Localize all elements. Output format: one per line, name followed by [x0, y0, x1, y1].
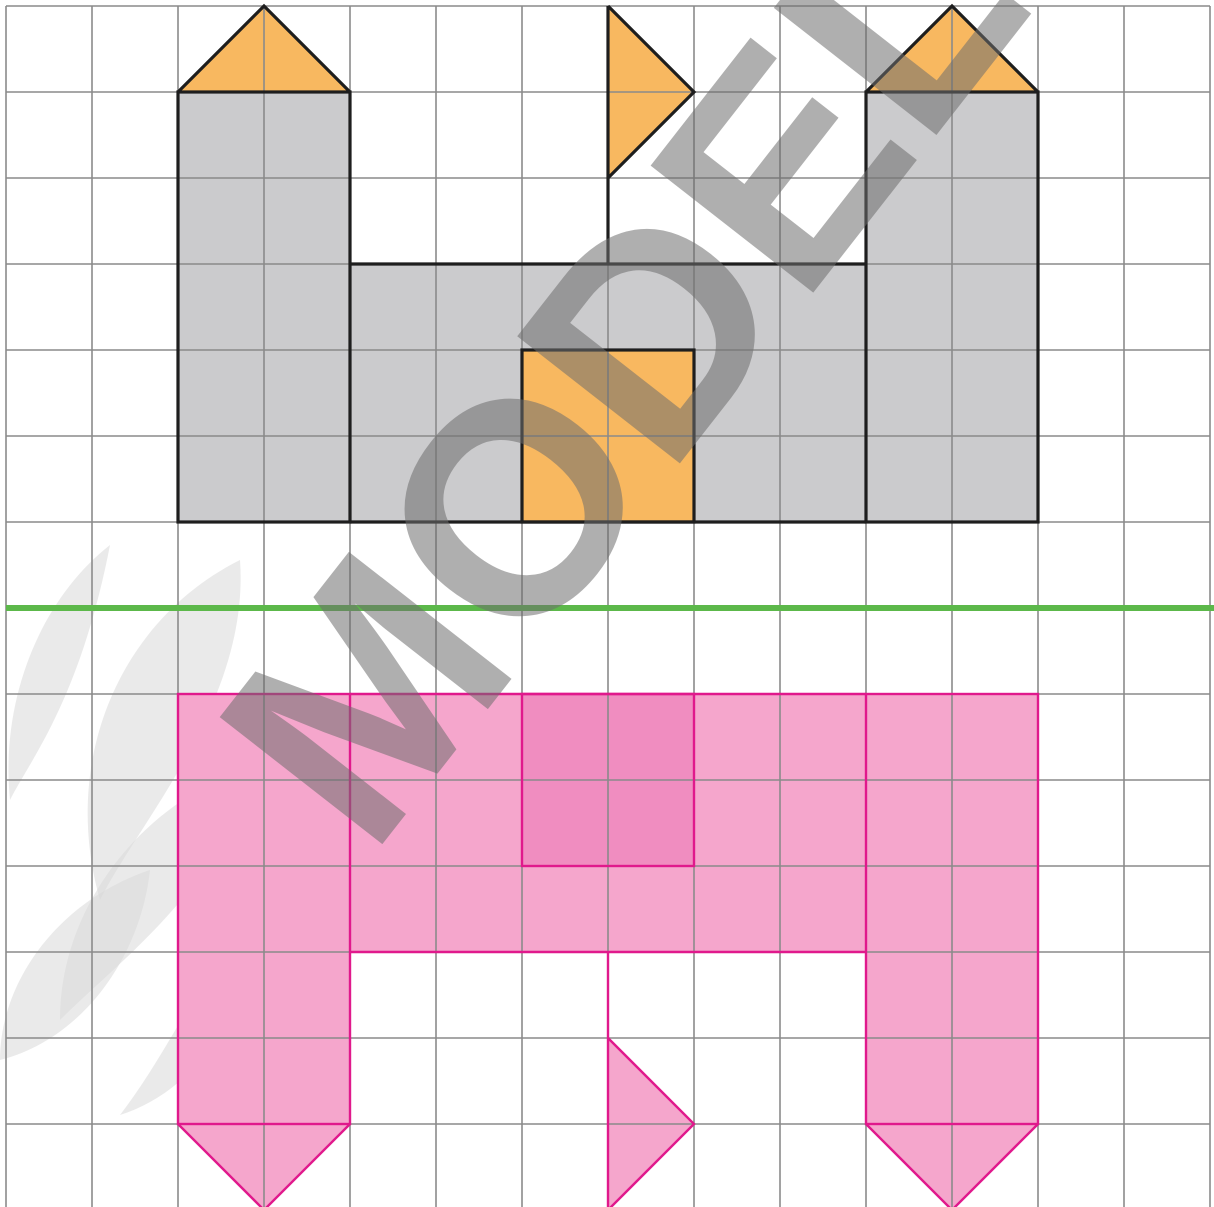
reflected-flag — [608, 1038, 694, 1207]
leaf-shape — [0, 870, 150, 1060]
